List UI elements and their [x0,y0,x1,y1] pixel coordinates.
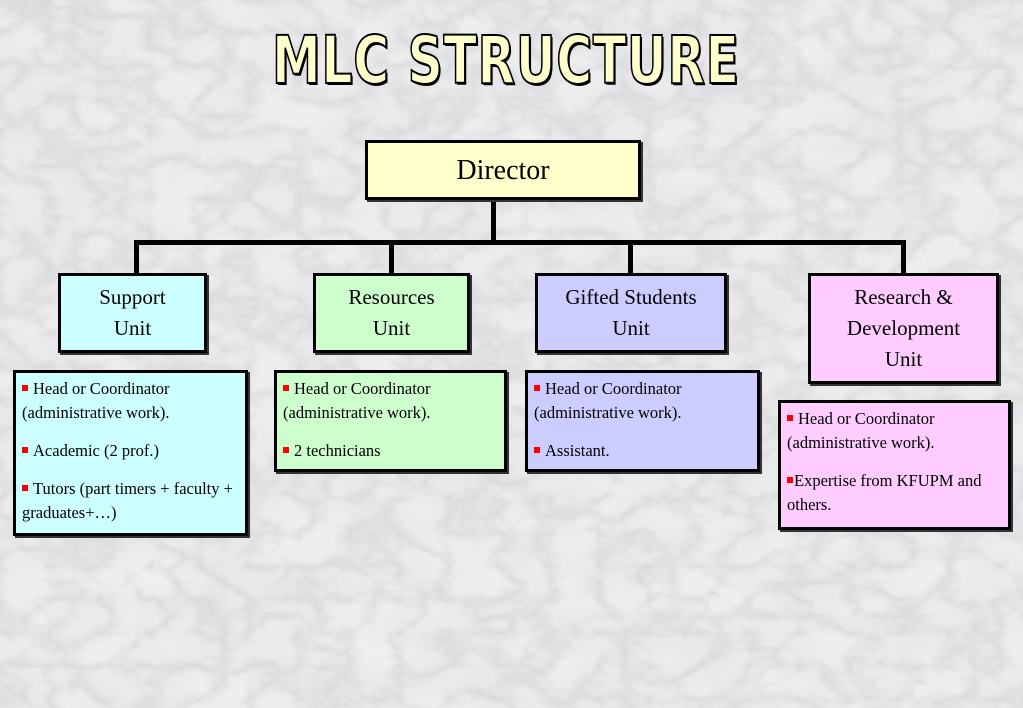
connector-research-stem [901,240,906,276]
bullet-icon [22,485,28,491]
unit-label-line: Unit [113,316,152,340]
bullet-icon [534,385,540,391]
connector-gifted-stem [628,240,633,276]
gifted-students-unit-details: Head or Coordinator (administrative work… [525,370,760,472]
unit-label-line: Unit [884,347,923,371]
connector-support-stem [134,240,139,276]
list-item: Head or Coordinator (administrative work… [787,409,935,452]
unit-label-line: Unit [372,316,411,340]
gifted-students-unit-box: Gifted Students Unit [535,273,727,353]
unit-label-line: Resources [348,285,435,309]
list-item: Assistant. [534,439,751,463]
director-box: Director [365,140,641,200]
support-unit-details: Head or Coordinator (administrative work… [13,370,248,536]
unit-label-line: Research & [854,285,953,309]
list-item: Tutors (part timers + faculty + graduate… [22,479,233,522]
bullet-icon [22,447,28,453]
bullet-icon [787,415,793,421]
unit-label-line: Gifted Students [565,285,697,309]
list-item: Expertise from KFUPM and others. [787,471,982,514]
unit-label-line: Support [99,285,166,309]
connector-director-stem [491,197,496,243]
page-title: MLC STRUCTURE [271,22,740,99]
unit-label-line: Development [846,316,961,340]
list-item: Head or Coordinator (administrative work… [534,379,682,422]
list-item: Head or Coordinator (administrative work… [22,379,170,422]
support-unit-box: Support Unit [58,273,207,353]
list-item: Head or Coordinator (administrative work… [283,379,431,422]
director-label: Director [456,154,550,186]
list-item: Academic (2 prof.) [22,439,239,463]
resources-unit-box: Resources Unit [313,273,470,353]
bullet-icon [283,447,289,453]
resources-unit-details: Head or Coordinator (administrative work… [274,370,507,472]
connector-resources-stem [389,240,394,276]
bullet-icon [283,385,289,391]
bullet-icon [787,477,793,483]
bullet-icon [534,447,540,453]
research-development-unit-box: Research & Development Unit [808,273,999,384]
connector-horizontal-bar [134,240,906,245]
list-item: 2 technicians [283,439,498,463]
bullet-icon [22,385,28,391]
unit-label-line: Unit [612,316,650,340]
research-development-unit-details: Head or Coordinator (administrative work… [778,400,1011,530]
